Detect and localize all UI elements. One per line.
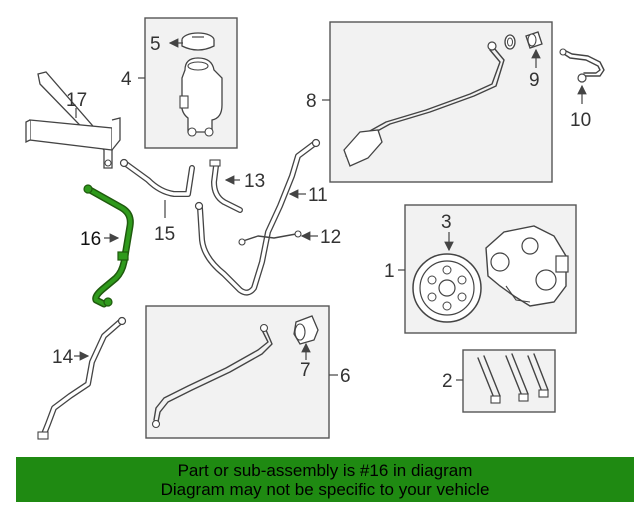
o-ring-9a[interactable] <box>504 34 516 50</box>
reservoir[interactable] <box>179 57 223 137</box>
tube-10[interactable] <box>559 48 605 83</box>
callout-14: 14 <box>52 347 74 368</box>
line-box-6: 7 6 <box>145 305 351 439</box>
cooler-bracket[interactable] <box>25 71 121 169</box>
line-box-8: 9 8 <box>306 21 553 183</box>
callout-11: 11 <box>308 185 328 206</box>
bolt-2a[interactable] <box>477 355 501 404</box>
hose-13[interactable] <box>209 159 243 213</box>
callout-3: 3 <box>441 212 452 233</box>
pump-group: 3 1 <box>384 204 577 334</box>
pressure-line-6[interactable] <box>151 323 273 429</box>
info-banner: Part or sub-assembly is #16 in diagram D… <box>16 457 634 502</box>
callout-16: 16 <box>80 229 101 250</box>
hose-14[interactable] <box>37 316 127 440</box>
pressure-line-8[interactable] <box>343 41 505 167</box>
callout-12: 12 <box>320 227 341 248</box>
callout-1: 1 <box>384 261 395 282</box>
callout-15: 15 <box>154 224 175 245</box>
callout-13: 13 <box>244 171 265 192</box>
callout-6: 6 <box>340 366 351 387</box>
bushing-7[interactable] <box>293 315 319 345</box>
seal-9[interactable] <box>525 31 543 49</box>
reservoir-group: 5 4 <box>121 17 238 149</box>
callout-10: 10 <box>570 110 591 131</box>
callout-4: 4 <box>121 69 132 90</box>
hose-12[interactable] <box>238 230 302 246</box>
callout-9: 9 <box>529 70 540 91</box>
bolt-2c[interactable] <box>527 353 549 398</box>
return-hose-15[interactable] <box>119 158 195 197</box>
hose-11[interactable] <box>194 138 321 296</box>
callout-7: 7 <box>300 360 311 381</box>
pulley-3[interactable] <box>412 253 482 323</box>
pump-body[interactable] <box>485 225 569 307</box>
banner-line-1: Part or sub-assembly is #16 in diagram <box>177 461 473 480</box>
banner-line-2: Diagram may not be specific to your vehi… <box>160 480 490 499</box>
callout-2: 2 <box>442 371 453 392</box>
bolts-group: 2 <box>442 349 556 413</box>
callout-8: 8 <box>306 91 317 112</box>
pressure-hose-16[interactable] <box>83 184 134 308</box>
bolts-box <box>462 349 556 413</box>
bolt-2b[interactable] <box>505 353 529 402</box>
callout-17: 17 <box>66 90 87 111</box>
reservoir-cap[interactable] <box>181 32 215 51</box>
callout-5: 5 <box>150 34 161 55</box>
